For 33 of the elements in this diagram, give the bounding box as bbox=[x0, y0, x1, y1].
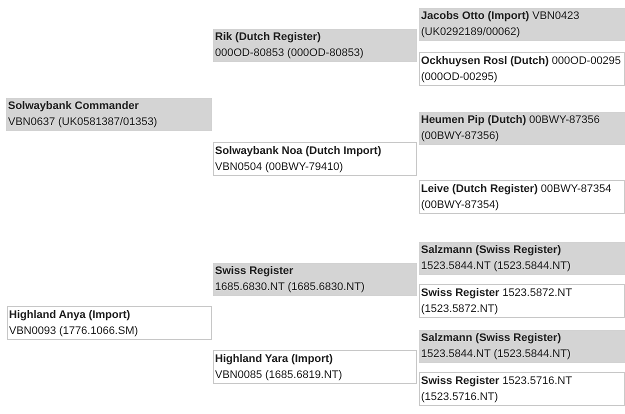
pedigree-entry: Ockhuysen Rosl (Dutch) 000OD-00295 (000OD-00295) bbox=[421, 54, 622, 85]
registration-number: VBN0085 (1685.6819.NT) bbox=[215, 368, 344, 383]
animal-name: Highland Anya (Import) bbox=[9, 308, 132, 323]
pedigree-box bbox=[419, 242, 625, 275]
pedigree-box bbox=[213, 142, 417, 176]
registration-number: 1685.6830.NT (1685.6830.NT) bbox=[215, 280, 366, 295]
pedigree-box bbox=[7, 306, 212, 340]
registration-number: VBN0504 (00BWY-79410) bbox=[215, 160, 344, 175]
pedigree-entry: Salzmann (Swiss Register) 1523.5844.NT (1523.5844.NT) bbox=[421, 243, 572, 274]
pedigree-entry: Swiss Register 1523.5872.NT (1523.5872.NT) bbox=[421, 286, 573, 317]
pedigree-entry: Swiss Register 1523.5716.NT (1523.5716.NT) bbox=[421, 374, 573, 405]
pedigree-box bbox=[213, 263, 417, 296]
animal-name: Solwaybank Commander bbox=[8, 99, 140, 114]
pedigree-box bbox=[419, 330, 625, 363]
pedigree-box bbox=[419, 372, 625, 406]
animal-name: Highland Yara (Import) bbox=[215, 352, 334, 367]
pedigree-box bbox=[419, 8, 625, 41]
pedigree-entry: Jacobs Otto (Import) VBN0423 (UK0292189/00062) bbox=[421, 9, 580, 40]
pedigree-box bbox=[213, 350, 417, 384]
animal-name: Rik (Dutch Register) bbox=[215, 30, 322, 45]
pedigree-box bbox=[419, 180, 625, 214]
registration-number: 000OD-80853 (000OD-80853) bbox=[215, 46, 365, 61]
pedigree-entry: Leive (Dutch Register) 00BWY-87354 (00BWY-87354) bbox=[421, 182, 612, 213]
pedigree-box bbox=[419, 284, 625, 318]
animal-name: Solwaybank Noa (Dutch Import) bbox=[215, 144, 382, 159]
pedigree-entry: Salzmann (Swiss Register) 1523.5844.NT (1523.5844.NT) bbox=[421, 331, 572, 362]
registration-number: VBN0637 (UK0581387/01353) bbox=[8, 115, 158, 130]
pedigree-box bbox=[6, 98, 212, 131]
pedigree-box bbox=[419, 112, 625, 145]
pedigree-entry: Heumen Pip (Dutch) 00BWY-87356 (00BWY-87356) bbox=[421, 113, 601, 144]
animal-name: Swiss Register bbox=[215, 264, 294, 279]
pedigree-box bbox=[213, 29, 417, 62]
registration-number: VBN0093 (1776.1066.SM) bbox=[9, 324, 140, 339]
